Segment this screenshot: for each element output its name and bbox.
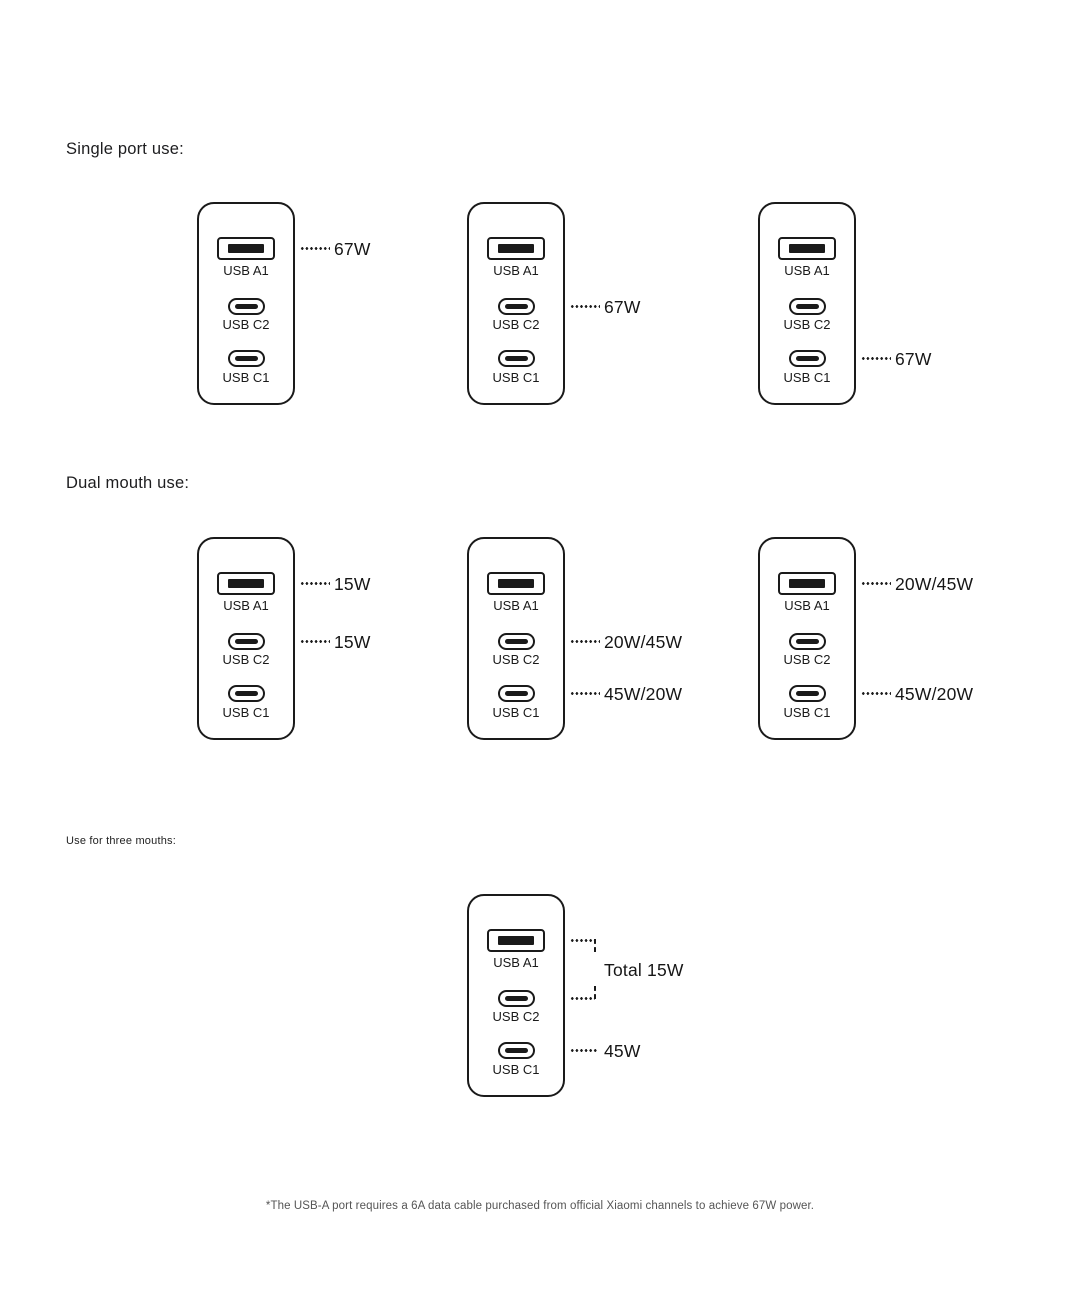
section-heading-dual: Dual mouth use: <box>66 474 190 492</box>
usb-c-pin <box>504 304 528 309</box>
usb-c2-label: USB C2 <box>222 317 270 332</box>
usb-c1-label: USB C1 <box>222 705 270 720</box>
usb-c-port-icon <box>227 633 265 650</box>
usb-c-pin <box>795 639 819 644</box>
dashed-tick <box>594 986 596 999</box>
usb-c-port-icon <box>788 633 826 650</box>
usb-a1-label: USB A1 <box>223 598 269 613</box>
power-label: 20W/45W <box>895 574 974 594</box>
power-label-total: Total 15W <box>604 960 684 980</box>
usb-a1-label: USB A1 <box>784 263 830 278</box>
usb-c-pin <box>504 691 528 696</box>
dotted-line <box>570 692 600 695</box>
usb-c1-label: USB C1 <box>492 1062 540 1077</box>
usb-c-port-icon <box>497 990 535 1007</box>
power-label: 67W <box>604 297 641 317</box>
charger-dual-2: USB A1 USB C2 USB C1 <box>467 537 565 740</box>
usb-c-pin <box>504 356 528 361</box>
usb-c-port-icon <box>788 685 826 702</box>
usb-c2-label: USB C2 <box>492 1009 540 1024</box>
usb-c1-label: USB C1 <box>492 370 540 385</box>
power-label: 20W/45W <box>604 632 683 652</box>
dotted-line <box>570 1049 598 1052</box>
usb-a1-label: USB A1 <box>493 955 539 970</box>
charger-dual-1: USB A1 USB C2 USB C1 <box>197 537 295 740</box>
usb-a1-label: USB A1 <box>784 598 830 613</box>
usb-c2-label: USB C2 <box>492 652 540 667</box>
usb-c2-label: USB C2 <box>492 317 540 332</box>
usb-c-port-icon <box>497 1042 535 1059</box>
usb-a-pin <box>228 244 264 253</box>
dotted-line <box>300 247 330 250</box>
dotted-line <box>570 997 595 1000</box>
usb-c-pin <box>795 356 819 361</box>
usb-a-pin <box>498 244 534 253</box>
dotted-line <box>300 640 330 643</box>
usb-a-port-icon <box>217 572 275 595</box>
usb-c-pin <box>234 304 258 309</box>
usb-c1-label: USB C1 <box>492 705 540 720</box>
usb-c1-label: USB C1 <box>783 370 831 385</box>
power-label: 67W <box>334 239 371 259</box>
usb-c-port-icon <box>227 298 265 315</box>
usb-a-port-icon <box>487 929 545 952</box>
section-heading-single: Single port use: <box>66 140 184 158</box>
power-label: 45W/20W <box>895 684 974 704</box>
power-label: 67W <box>895 349 932 369</box>
usb-a-port-icon <box>487 572 545 595</box>
usb-a-pin <box>498 936 534 945</box>
section-heading-triple: Use for three mouths: <box>66 835 176 847</box>
usb-a-port-icon <box>217 237 275 260</box>
usb-c2-label: USB C2 <box>222 652 270 667</box>
usb-c-port-icon <box>788 298 826 315</box>
usb-c-port-icon <box>227 350 265 367</box>
usb-c1-label: USB C1 <box>222 370 270 385</box>
power-label: 15W <box>334 574 371 594</box>
usb-a-port-icon <box>778 237 836 260</box>
usb-a1-label: USB A1 <box>493 598 539 613</box>
usb-a-port-icon <box>487 237 545 260</box>
dotted-line <box>570 939 595 942</box>
usb-a1-label: USB A1 <box>223 263 269 278</box>
usb-a-pin <box>789 579 825 588</box>
usb-c-port-icon <box>497 298 535 315</box>
usb-c-pin <box>795 304 819 309</box>
usb-a-pin <box>498 579 534 588</box>
dotted-line <box>861 582 891 585</box>
usb-a-port-icon <box>778 572 836 595</box>
usb-c-port-icon <box>497 685 535 702</box>
usb-a1-label: USB A1 <box>493 263 539 278</box>
dotted-line <box>861 692 891 695</box>
footnote-text: *The USB-A port requires a 6A data cable… <box>265 1200 815 1212</box>
power-label: 15W <box>334 632 371 652</box>
usb-c-pin <box>504 996 528 1001</box>
usb-c-port-icon <box>227 685 265 702</box>
charger-single-3: USB A1 USB C2 USB C1 <box>758 202 856 405</box>
usb-a-pin <box>789 244 825 253</box>
usb-c-port-icon <box>788 350 826 367</box>
usb-c2-label: USB C2 <box>783 317 831 332</box>
usb-c-pin <box>504 1048 528 1053</box>
dotted-line <box>300 582 330 585</box>
usb-c-pin <box>234 356 258 361</box>
usb-c-pin <box>795 691 819 696</box>
usb-c1-label: USB C1 <box>783 705 831 720</box>
usb-c-pin <box>234 639 258 644</box>
usb-c-port-icon <box>497 633 535 650</box>
usb-c-port-icon <box>497 350 535 367</box>
dotted-line <box>570 305 600 308</box>
dashed-tick <box>594 939 596 952</box>
charger-single-1: USB A1 USB C2 USB C1 <box>197 202 295 405</box>
usb-c2-label: USB C2 <box>783 652 831 667</box>
charger-dual-3: USB A1 USB C2 USB C1 <box>758 537 856 740</box>
power-label: 45W <box>604 1041 641 1061</box>
usb-c-pin <box>234 691 258 696</box>
charger-single-2: USB A1 USB C2 USB C1 <box>467 202 565 405</box>
usb-c-pin <box>504 639 528 644</box>
dotted-line <box>861 357 891 360</box>
dotted-line <box>570 640 600 643</box>
power-label: 45W/20W <box>604 684 683 704</box>
usb-a-pin <box>228 579 264 588</box>
charger-triple: USB A1 USB C2 USB C1 <box>467 894 565 1097</box>
